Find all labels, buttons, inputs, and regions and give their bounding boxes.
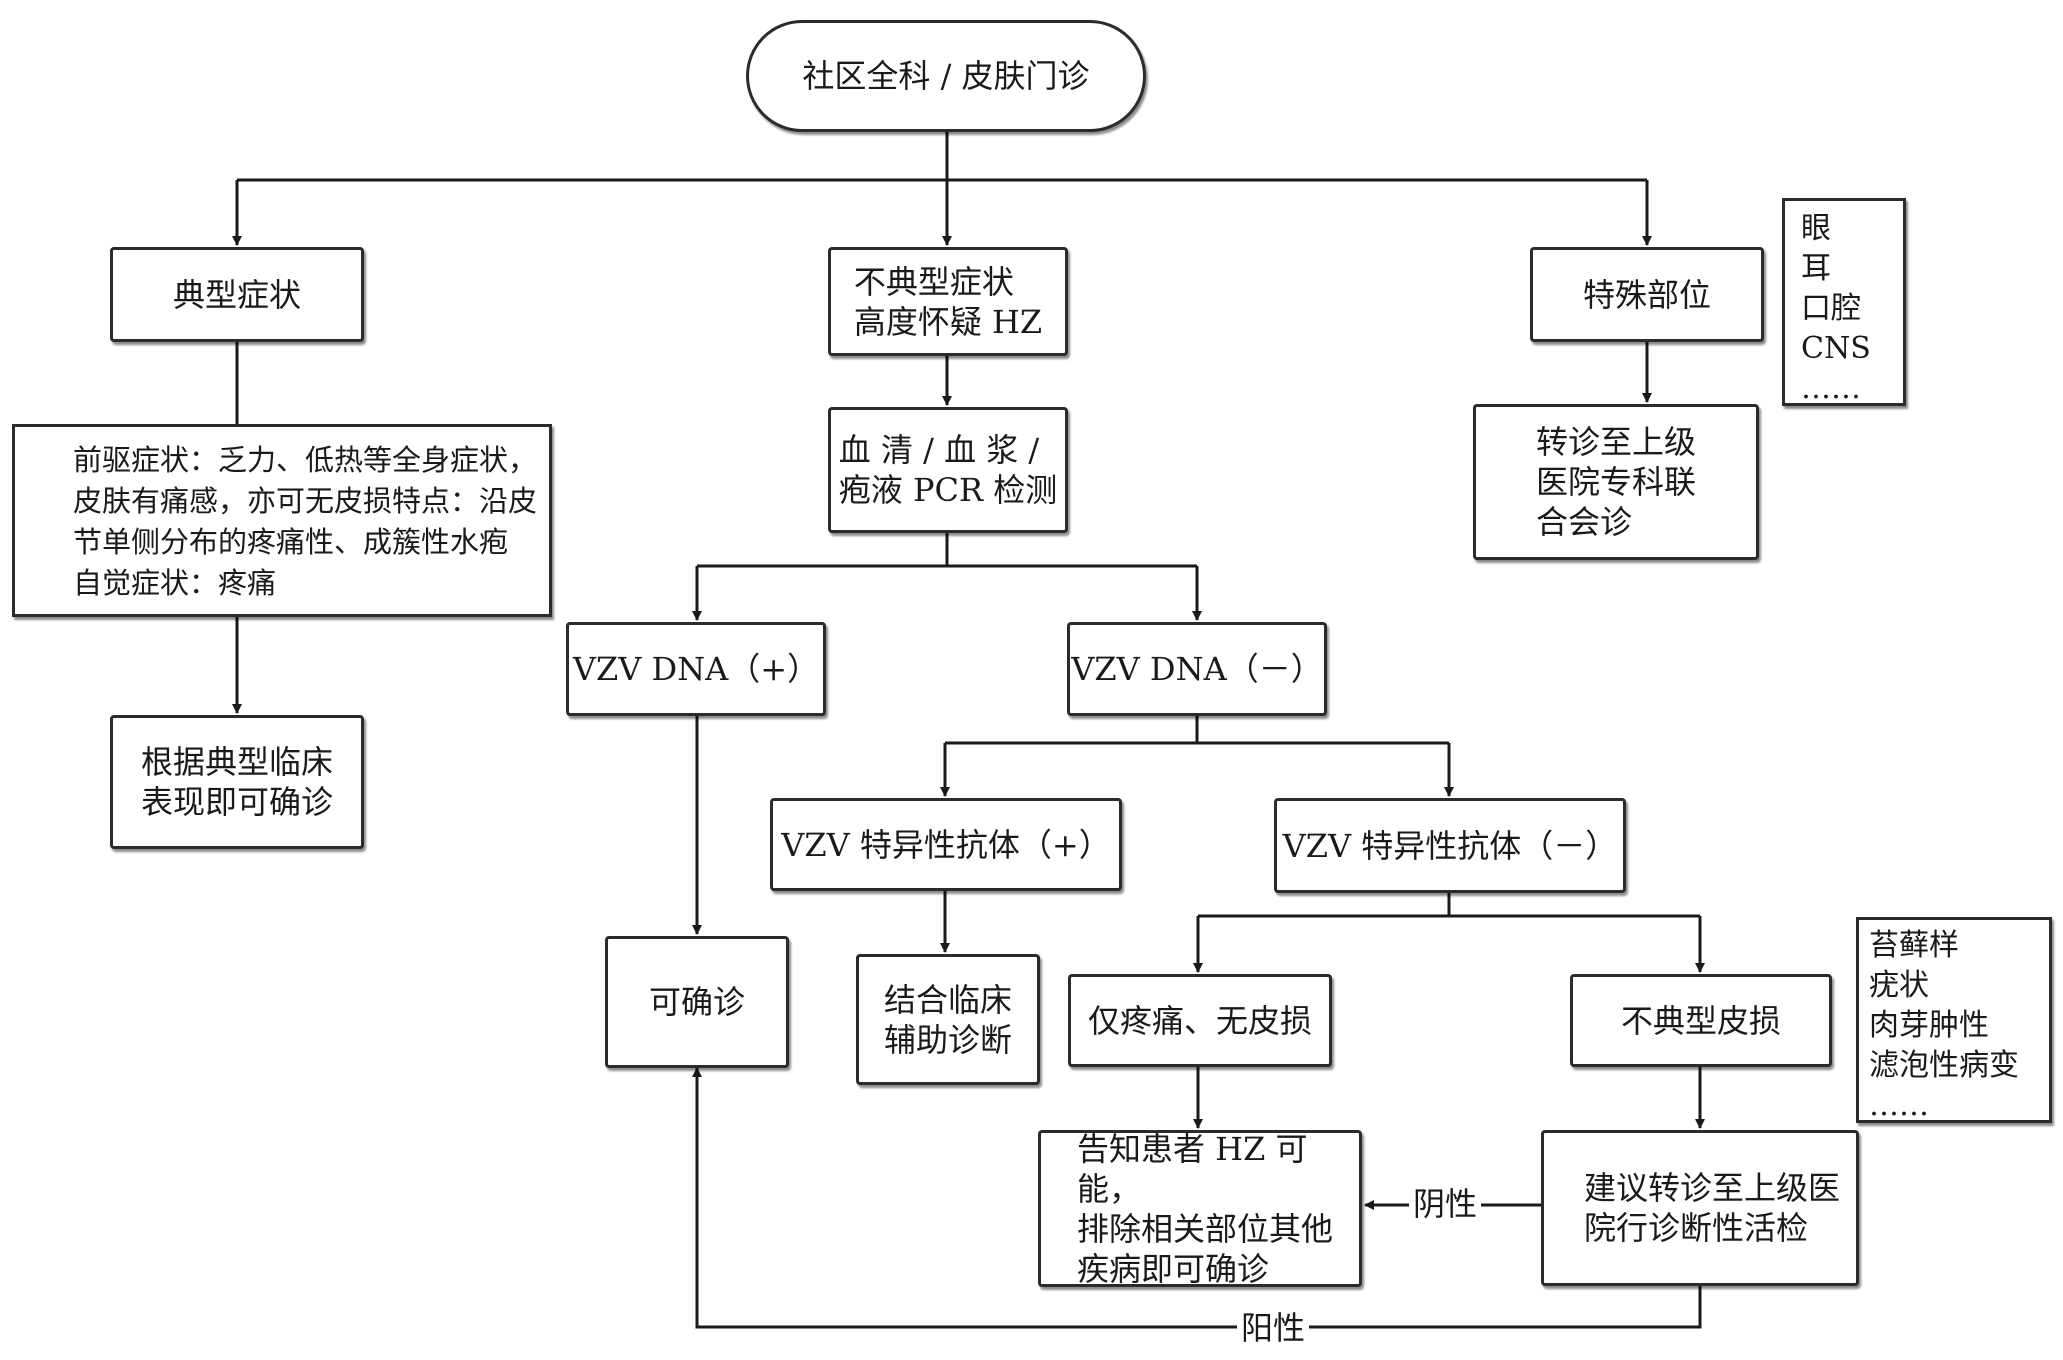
- node-pain-only-label: 仅疼痛、无皮损: [1087, 1001, 1312, 1040]
- node-special-list-label: 眼 耳 口腔 CNS ……: [1801, 211, 1871, 406]
- node-ab-pos-label: VZV 特异性抗体（+）: [781, 825, 1111, 864]
- node-special-label: 特殊部位: [1582, 275, 1711, 314]
- node-confirm: 可确诊: [605, 936, 789, 1068]
- node-dna-pos: VZV DNA（+）: [566, 622, 826, 716]
- edge-label-negative: 阴性: [1409, 1186, 1482, 1222]
- node-ab-neg: VZV 特异性抗体（－）: [1274, 798, 1626, 893]
- node-atypical-label: 不典型症状 高度怀疑 HZ: [853, 262, 1043, 341]
- node-refer-top: 转诊至上级 医院专科联 合会诊: [1473, 404, 1759, 560]
- node-special: 特殊部位: [1530, 247, 1764, 342]
- node-start-label: 社区全科 / 皮肤门诊: [802, 57, 1090, 95]
- node-dna-pos-label: VZV DNA（+）: [572, 650, 820, 688]
- node-dna-neg-label: VZV DNA（－）: [1071, 650, 1323, 688]
- node-inform: 告知患者 HZ 可能， 排除相关部位其他 疾病即可确诊: [1038, 1129, 1362, 1288]
- node-biopsy-label: 建议转诊至上级医 院行诊断性活检: [1584, 1169, 1841, 1247]
- node-pcr-label: 血 清 / 血 浆 / 疱液 PCR 检测: [838, 431, 1058, 509]
- node-prodrome: 前驱症状：乏力、低热等全身症状， 皮肤有痛感，亦可无皮损特点：沿皮 节单侧分布的…: [12, 424, 552, 617]
- node-pcr: 血 清 / 血 浆 / 疱液 PCR 检测: [828, 407, 1068, 533]
- node-clinical-dx: 根据典型临床 表现即可确诊: [110, 715, 364, 849]
- node-prodrome-label: 前驱症状：乏力、低热等全身症状， 皮肤有痛感，亦可无皮损特点：沿皮 节单侧分布的…: [73, 443, 538, 600]
- edge-positive: [692, 1067, 1702, 1329]
- node-typical: 典型症状: [110, 247, 364, 342]
- node-confirm-label: 可确诊: [648, 983, 745, 1021]
- edge-label-positive: 阳性: [1237, 1310, 1310, 1346]
- node-lesion-list: 苔藓样 疣状 肉芽肿性 滤泡性病变 ……: [1856, 917, 2052, 1123]
- node-ab-neg-label: VZV 特异性抗体（－）: [1282, 826, 1618, 865]
- node-biopsy: 建议转诊至上级医 院行诊断性活检: [1541, 1130, 1859, 1286]
- node-atypical-lesion: 不典型皮损: [1570, 974, 1832, 1067]
- node-special-list: 眼 耳 口腔 CNS ……: [1782, 198, 1906, 406]
- node-lesion-list-label: 苔藓样 疣状 肉芽肿性 滤泡性病变 ……: [1869, 928, 2019, 1123]
- node-inform-label: 告知患者 HZ 可能， 排除相关部位其他 疾病即可确诊: [1077, 1129, 1334, 1288]
- node-typical-label: 典型症状: [172, 275, 301, 314]
- node-refer-top-label: 转诊至上级 医院专科联 合会诊: [1535, 423, 1696, 541]
- node-pain-only: 仅疼痛、无皮损: [1068, 974, 1332, 1067]
- node-combine-label: 结合临床 辅助诊断: [883, 980, 1012, 1059]
- node-clinical-dx-label: 根据典型临床 表现即可确诊: [140, 743, 333, 821]
- node-combine: 结合临床 辅助诊断: [856, 954, 1040, 1085]
- node-start: 社区全科 / 皮肤门诊: [746, 20, 1146, 132]
- node-ab-pos: VZV 特异性抗体（+）: [770, 798, 1122, 891]
- node-dna-neg: VZV DNA（－）: [1067, 622, 1327, 716]
- node-atypical: 不典型症状 高度怀疑 HZ: [828, 247, 1068, 356]
- node-atypical-lesion-label: 不典型皮损: [1620, 1001, 1781, 1040]
